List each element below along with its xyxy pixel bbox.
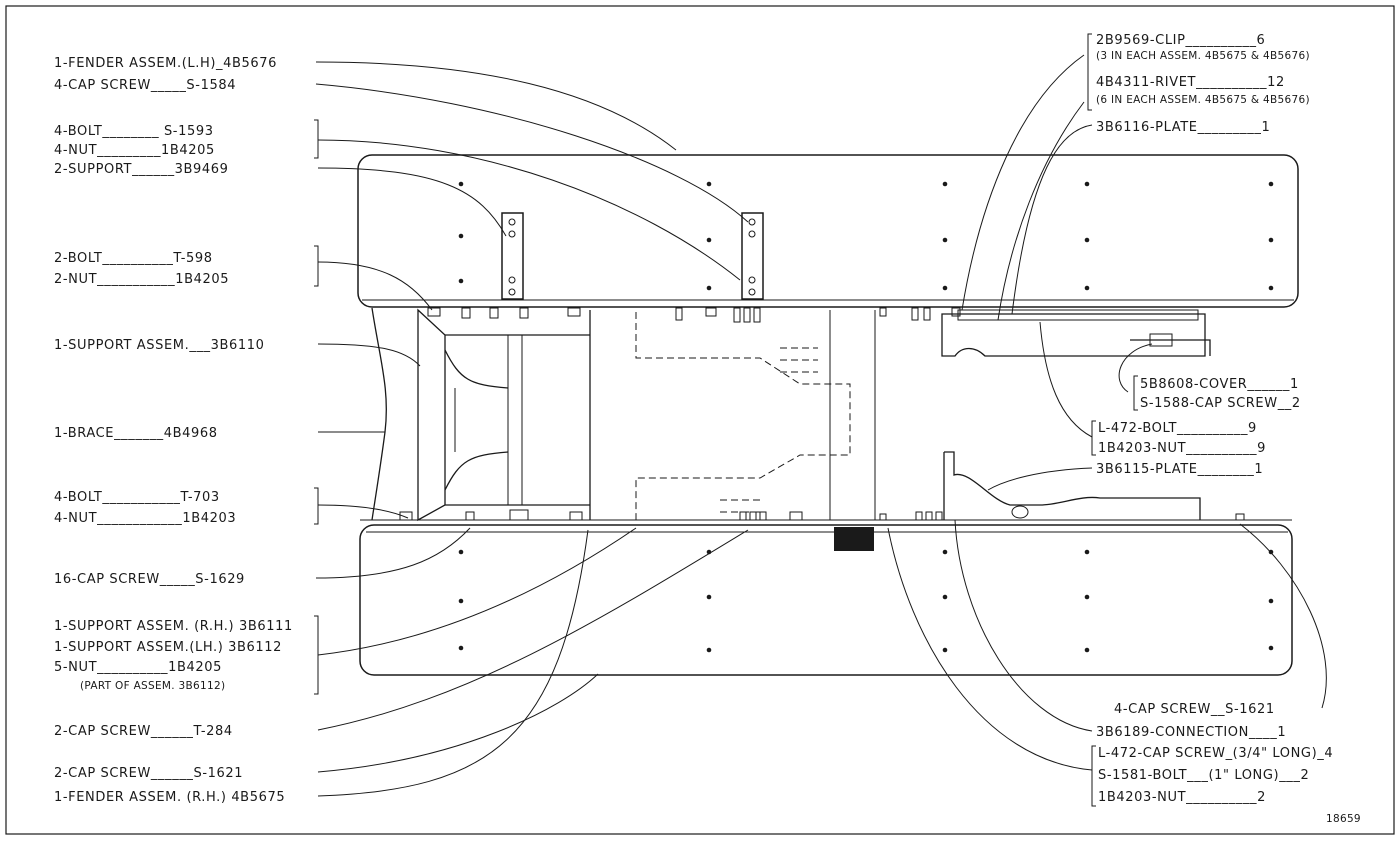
callout-part-of: (PART OF ASSEM. 3B6112): [80, 680, 225, 692]
callout-cap-screw-1629: 16-CAP SCREW_____S-1629: [54, 572, 245, 587]
callout-support-assem-6110: 1-SUPPORT ASSEM.___3B6110: [54, 338, 265, 353]
left-callout-labels: 1-FENDER ASSEM.(L.H)_4B5676 4-CAP SCREW_…: [54, 56, 293, 805]
callout-nut-4205-b: 2-NUT___________1B4205: [54, 272, 229, 287]
center-frame: [371, 307, 1245, 522]
callout-support-lh: 1-SUPPORT ASSEM.(LH.) 3B6112: [54, 640, 282, 655]
callout-rivet-note: (6 IN EACH ASSEM. 4B5675 & 4B5676): [1096, 94, 1310, 106]
callout-nut-4203: 4-NUT____________1B4203: [54, 511, 236, 526]
callout-cap-screw-1621: 2-CAP SCREW______S-1621: [54, 766, 243, 781]
callout-nut-4205-a: 4-NUT_________1B4205: [54, 143, 215, 158]
callout-nut-4203-r: 1B4203-NUT__________9: [1098, 441, 1266, 456]
callout-rivet: 4B4311-RIVET__________12: [1096, 75, 1285, 90]
callout-fender-lh: 1-FENDER ASSEM.(L.H)_4B5676: [54, 56, 277, 71]
connection-block: [834, 527, 874, 551]
callout-bolt-703: 4-BOLT___________T-703: [54, 490, 220, 505]
callout-clip: 2B9569-CLIP__________6: [1096, 33, 1265, 48]
fender-lh-holes: [458, 181, 1274, 291]
callout-cover: 5B8608-COVER______1: [1140, 377, 1299, 392]
fender-lh: [357, 154, 1299, 308]
callout-clip-note: (3 IN EACH ASSEM. 4B5675 & 4B5676): [1096, 50, 1310, 62]
callout-cap-screw-1621-r: 4-CAP SCREW__S-1621: [1114, 702, 1275, 717]
callout-plate-6115: 3B6115-PLATE________1: [1096, 462, 1263, 477]
callout-brackets: [314, 33, 1138, 807]
top-rail-bolts: [427, 307, 961, 323]
callout-support-rh: 1-SUPPORT ASSEM. (R.H.) 3B6111: [54, 619, 293, 634]
fender-rh-holes: [458, 549, 1274, 653]
bottom-rail-bolts: [399, 509, 1245, 521]
callout-bolt-1581: S-1581-BOLT___(1" LONG)___2: [1098, 768, 1309, 783]
callout-plate-6116: 3B6116-PLATE_________1: [1096, 120, 1270, 135]
callout-cap-screw-1584: 4-CAP SCREW_____S-1584: [54, 78, 236, 93]
callout-brace: 1-BRACE_______4B4968: [54, 426, 218, 441]
callout-cap-screw-1588: S-1588-CAP SCREW__2: [1140, 396, 1301, 411]
leader-lines: [315, 54, 1327, 797]
support-bracket-right: [741, 212, 764, 300]
drawing-border: [5, 5, 1395, 835]
callout-cap-screw-284: 2-CAP SCREW______T-284: [54, 724, 233, 739]
callout-bolt-472: L-472-BOLT__________9: [1098, 421, 1257, 436]
callout-fender-rh: 1-FENDER ASSEM. (R.H.) 4B5675: [54, 790, 285, 805]
callout-nut-4205-c: 5-NUT__________1B4205: [54, 660, 222, 675]
callout-nut-4203-b: 1B4203-NUT__________2: [1098, 790, 1266, 805]
callout-connection: 3B6189-CONNECTION____1: [1096, 725, 1286, 740]
callout-cap-screw-472: L-472-CAP SCREW_(3/4" LONG)_4: [1098, 746, 1333, 761]
right-callout-labels: 2B9569-CLIP__________6 (3 IN EACH ASSEM.…: [1096, 33, 1333, 805]
drawing-number: 18659: [1326, 813, 1361, 825]
support-bracket-left: [501, 212, 524, 300]
fender-rh: [359, 519, 1293, 676]
callout-bolt-1593: 4-BOLT________ S-1593: [54, 124, 214, 139]
callout-bolt-598: 2-BOLT__________T-598: [54, 251, 213, 266]
callout-support-9469: 2-SUPPORT______3B9469: [54, 162, 229, 177]
